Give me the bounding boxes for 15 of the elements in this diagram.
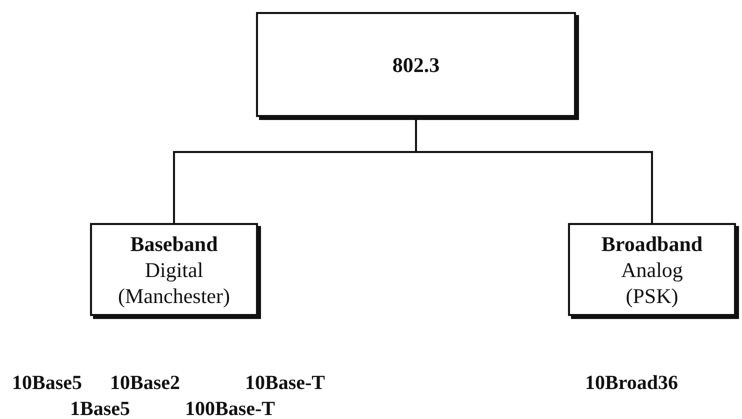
process-box bbox=[568, 223, 736, 316]
standard-label: 10Broad36 bbox=[585, 372, 678, 395]
box-heading: Broadband bbox=[601, 230, 703, 256]
standard-label: 10Base5 bbox=[12, 372, 82, 395]
box-description: Digital (Manchester) bbox=[117, 256, 231, 308]
standard-label: 10Base2 bbox=[110, 372, 180, 395]
connector-line bbox=[415, 117, 653, 223]
box-heading: Baseband bbox=[130, 230, 218, 256]
box-description: Analog (PSK) bbox=[620, 256, 684, 308]
standard-label: 10Base-T bbox=[245, 372, 325, 395]
standard-label: 100Base-T bbox=[185, 398, 275, 419]
standard-label: 1Base5 bbox=[70, 398, 130, 419]
process-box bbox=[90, 223, 258, 316]
process-box bbox=[256, 12, 576, 117]
box-heading: 802.3 bbox=[392, 52, 440, 78]
